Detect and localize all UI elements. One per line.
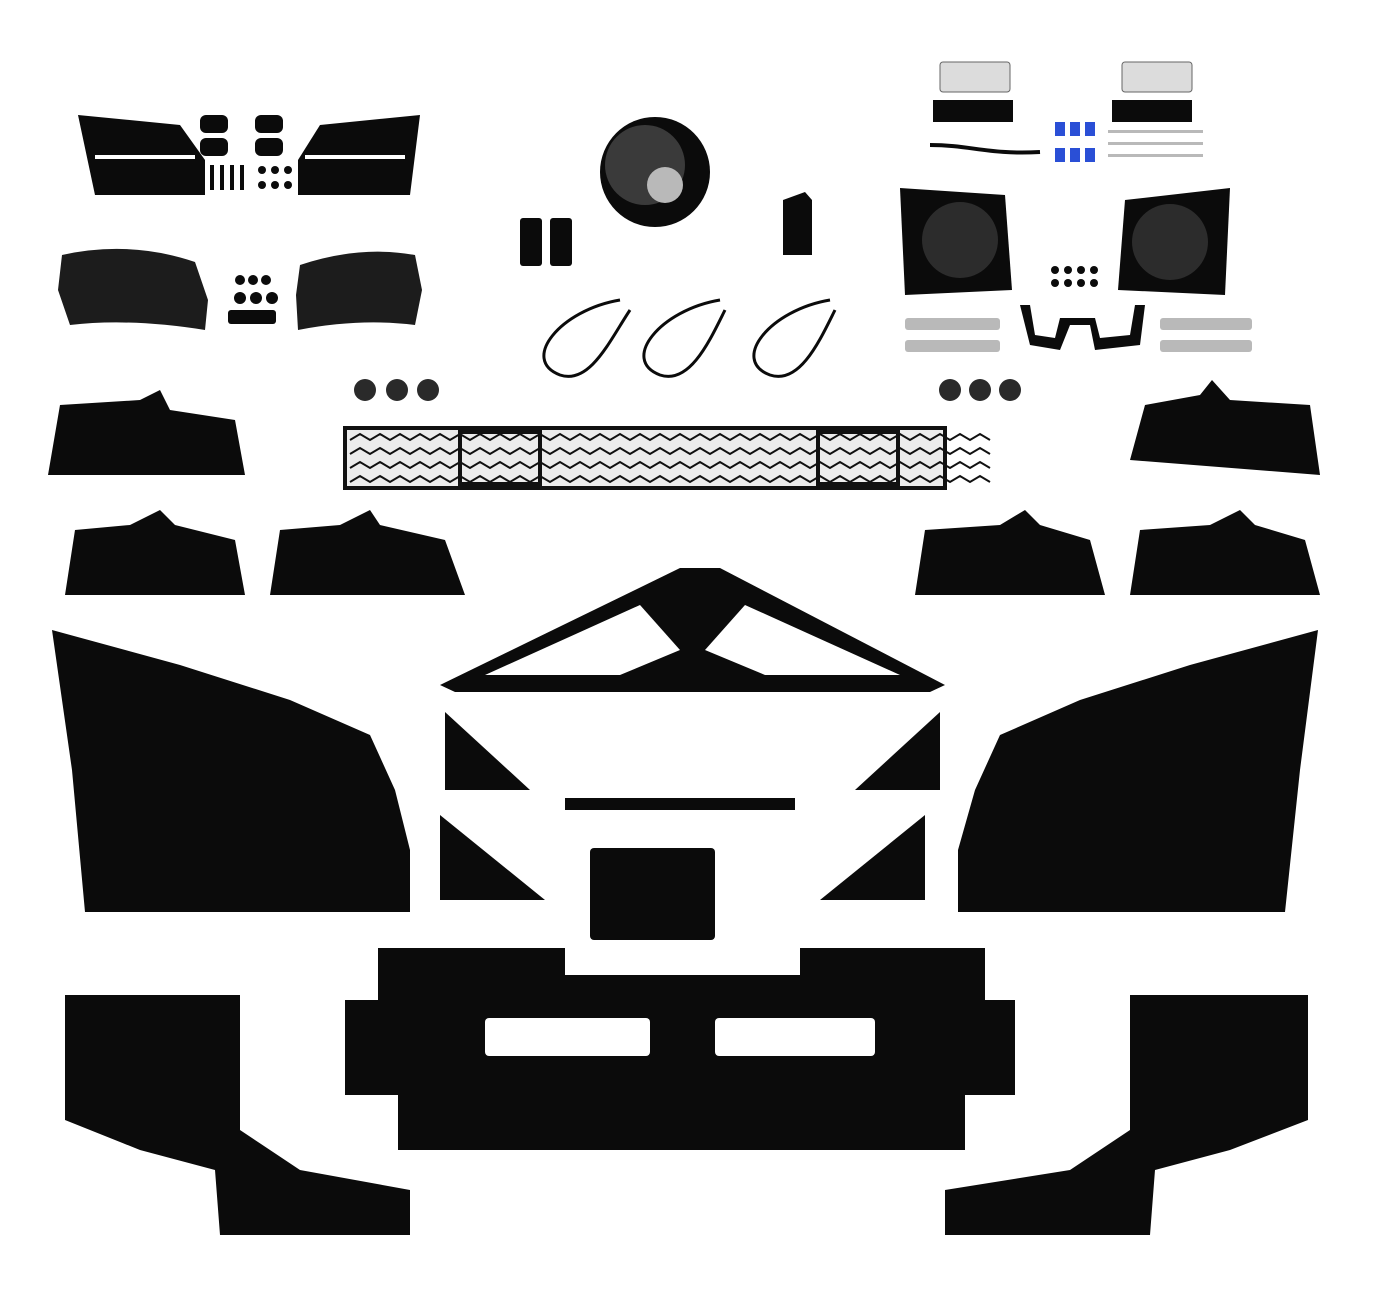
lower-grille [343,426,991,490]
skid-plate [345,948,1015,1150]
wiring-harnesses [542,298,837,378]
led-lights [929,61,1203,162]
end-cap-covers [78,115,420,195]
hardware-bag [520,117,812,266]
center-truss-bracket [440,568,945,692]
support-brackets [440,712,940,940]
rubber-corner-pads [58,248,422,330]
mounting-plates [48,380,1320,595]
fog-light-housings [900,188,1252,352]
frame-mount-legs [65,995,1308,1235]
plug-caps [354,379,1021,401]
side-panels [52,630,1318,912]
